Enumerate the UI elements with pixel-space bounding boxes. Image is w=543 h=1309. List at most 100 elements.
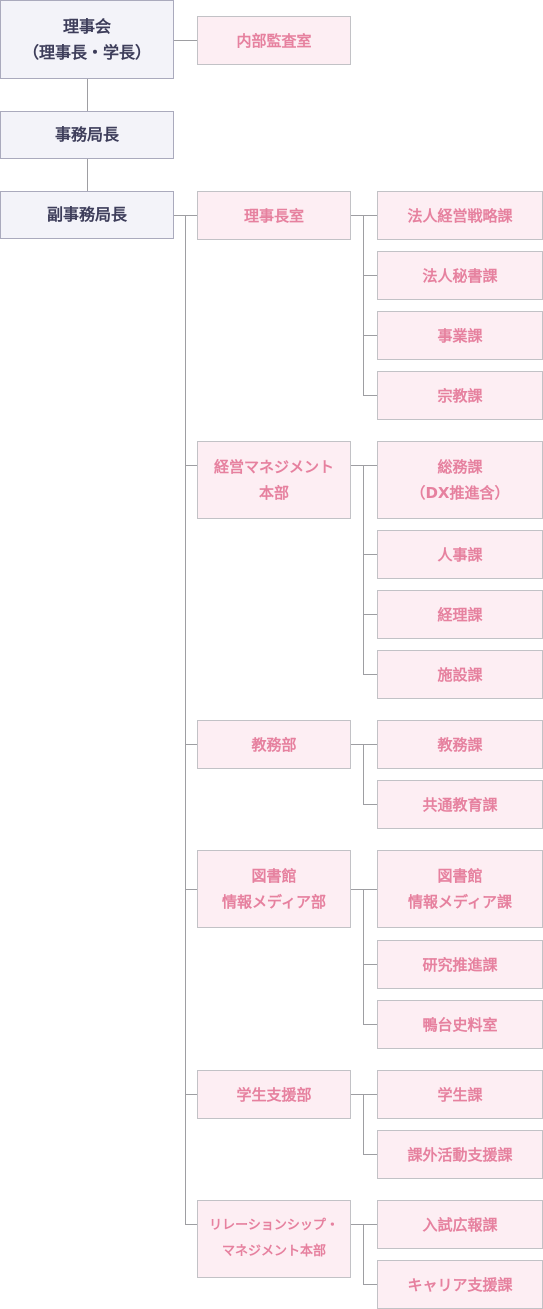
division-library-media-box: 図書館 情報メディア部 (197, 850, 351, 928)
connector-section (363, 889, 377, 890)
section-student-affairs-box: 学生課 (377, 1070, 543, 1119)
board-of-directors-box: 理事会 （理事長・学長） (0, 0, 174, 79)
section-label: 経理課 (437, 605, 483, 624)
connector-section (363, 1284, 377, 1285)
section-label: 課外活動支援課 (407, 1145, 513, 1164)
section-facilities-box: 施設課 (377, 650, 543, 699)
section-trunk-3 (363, 744, 364, 804)
section-historical-archives-box: 鴨台史料室 (377, 1000, 543, 1049)
connector-division-2-out (351, 465, 363, 466)
section-trunk-5 (363, 1094, 364, 1154)
connector-deputy-out (174, 215, 185, 216)
connector-section (363, 465, 377, 466)
section-library-media-box: 図書館 情報メディア課 (377, 850, 543, 928)
section-religion-box: 宗教課 (377, 371, 543, 420)
connector-division-4-out (351, 889, 363, 890)
deputy-secretary-general-label: 副事務局長 (46, 205, 127, 224)
connector-board-audit (174, 40, 197, 41)
section-research-promotion-box: 研究推進課 (377, 940, 543, 989)
division-management-hq-box: 経営マネジメント 本部 (197, 441, 351, 519)
section-label: 法人経営戦略課 (407, 206, 513, 225)
section-label: 人事課 (437, 545, 483, 564)
section-label: 情報メディア課 (408, 893, 512, 911)
division-relationship-management-box: リレーションシップ・ マネジメント本部 (197, 1200, 351, 1278)
division-student-support-box: 学生支援部 (197, 1070, 351, 1119)
connector-board-secretary (87, 79, 88, 111)
connector-trunk-division-3 (185, 744, 197, 745)
section-human-resources-box: 人事課 (377, 530, 543, 579)
section-label: 施設課 (437, 665, 483, 684)
division-label: マネジメント本部 (221, 1244, 326, 1259)
connector-section (363, 335, 377, 336)
connector-division-1-out (351, 215, 363, 216)
section-label: 図書館 (437, 867, 483, 885)
division-label: 本部 (258, 484, 289, 502)
secretary-general-box: 事務局長 (0, 111, 174, 159)
division-label: リレーションシップ・ (209, 1218, 339, 1233)
connector-division-5-out (351, 1094, 363, 1095)
section-corporate-strategy-box: 法人経営戦略課 (377, 191, 543, 240)
connector-section (363, 614, 377, 615)
connector-section (363, 1224, 377, 1225)
section-general-education-box: 共通教育課 (377, 780, 543, 829)
section-label: 宗教課 (437, 386, 483, 405)
connector-trunk-division-1 (185, 215, 197, 216)
connector-section (363, 804, 377, 805)
section-business-box: 事業課 (377, 311, 543, 360)
section-accounting-box: 経理課 (377, 590, 543, 639)
section-academic-affairs-box: 教務課 (377, 720, 543, 769)
connector-division-3-out (351, 744, 363, 745)
connector-secretary-deputy (87, 159, 88, 191)
division-label: 学生支援部 (236, 1085, 312, 1104)
section-extracurricular-box: 課外活動支援課 (377, 1130, 543, 1179)
internal-audit-office-label: 内部監査室 (236, 31, 312, 50)
section-label: キャリア支援課 (407, 1275, 513, 1294)
connector-section (363, 215, 377, 216)
division-trunk-line (185, 215, 186, 1224)
division-label: 図書館 (251, 867, 297, 885)
division-label: 経営マネジメント (213, 458, 334, 476)
division-label: 教務部 (251, 735, 297, 754)
section-career-support-box: キャリア支援課 (377, 1260, 543, 1309)
secretary-general-label: 事務局長 (54, 125, 119, 144)
section-trunk-4 (363, 889, 364, 1024)
division-presidents-office-box: 理事長室 (197, 191, 351, 240)
section-admissions-pr-box: 入試広報課 (377, 1200, 543, 1249)
section-general-affairs-box: 総務課 （DX推進含） (377, 441, 543, 519)
connector-section (363, 554, 377, 555)
section-trunk-1 (363, 215, 364, 395)
connector-trunk-division-5 (185, 1094, 197, 1095)
section-label: 共通教育課 (422, 795, 498, 814)
section-trunk-6 (363, 1224, 364, 1284)
board-subtitle: （理事長・学長） (22, 42, 151, 62)
section-label: 研究推進課 (422, 955, 498, 974)
section-label: （DX推進含） (410, 484, 510, 502)
division-academic-affairs-box: 教務部 (197, 720, 351, 769)
section-label: 学生課 (437, 1085, 483, 1104)
connector-section (363, 395, 377, 396)
connector-division-6-out (351, 1224, 363, 1225)
connector-section (363, 275, 377, 276)
section-label: 鴨台史料室 (422, 1015, 498, 1034)
board-title: 理事会 (62, 16, 111, 36)
section-label: 総務課 (437, 458, 483, 476)
section-trunk-2 (363, 465, 364, 674)
connector-trunk-division-6 (185, 1224, 197, 1225)
connector-section (363, 744, 377, 745)
section-label: 法人秘書課 (422, 266, 498, 285)
connector-trunk-division-2 (185, 465, 197, 466)
internal-audit-office-box: 内部監査室 (197, 16, 351, 65)
division-label: 情報メディア部 (222, 893, 326, 911)
connector-section (363, 964, 377, 965)
section-label: 教務課 (437, 735, 483, 754)
connector-section (363, 1094, 377, 1095)
connector-section (363, 674, 377, 675)
deputy-secretary-general-box: 副事務局長 (0, 191, 174, 239)
connector-section (363, 1154, 377, 1155)
connector-trunk-division-4 (185, 889, 197, 890)
connector-section (363, 1024, 377, 1025)
section-label: 事業課 (437, 326, 483, 345)
division-label: 理事長室 (243, 206, 304, 225)
section-label: 入試広報課 (422, 1215, 498, 1234)
section-corporate-secretary-box: 法人秘書課 (377, 251, 543, 300)
